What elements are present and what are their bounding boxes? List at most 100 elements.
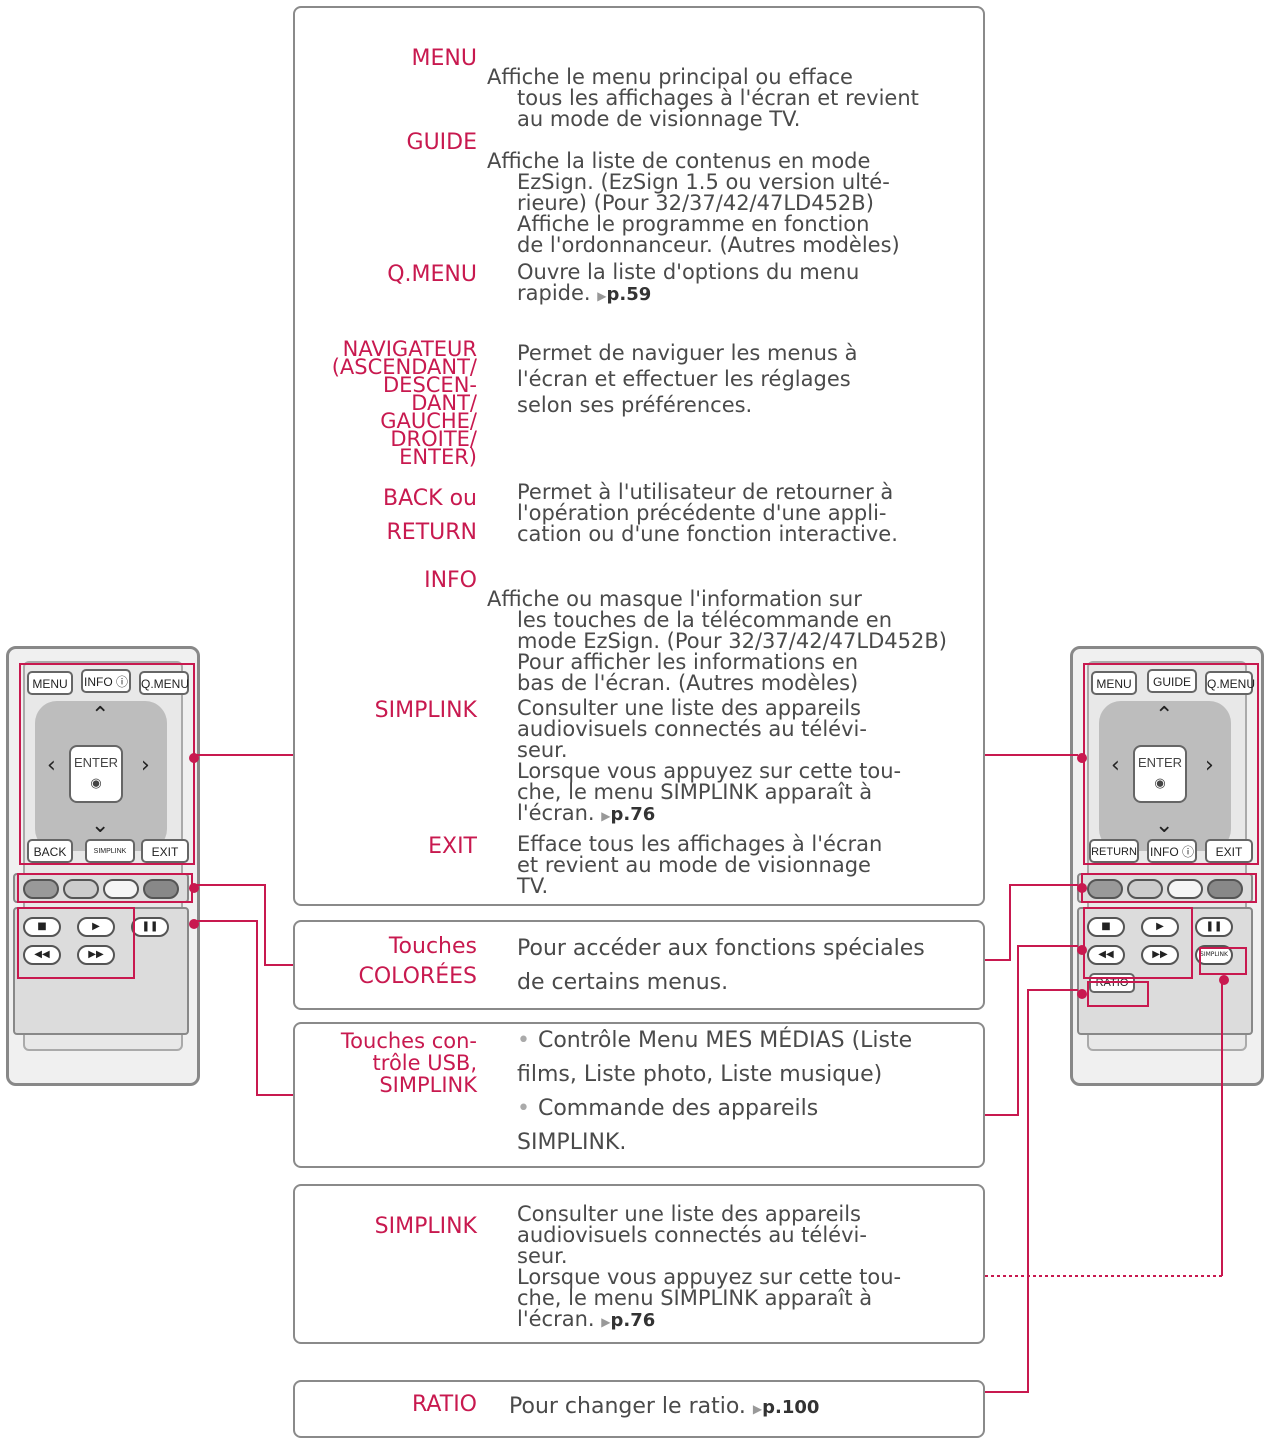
arrow-up-icon[interactable]: ⌃ [1155,703,1174,728]
pointer-dot [1077,945,1087,955]
desc-first-line: Affiche la liste de contenus en mode [487,149,871,173]
key-description: Permet de naviguer les menus à l'écran e… [517,341,858,417]
menu-button[interactable]: MENU [27,671,73,695]
info-button[interactable]: INFO ⓘ [1147,839,1197,863]
desc-rest: les touches de la télécommande en mode E… [517,608,947,695]
key-label: RATIO [412,1392,477,1417]
key-label: Touches con- trôle USB, SIMPLINK [340,1029,477,1097]
arrow-down-icon[interactable]: ⌄ [1155,813,1174,838]
page-ref: p.76 [601,804,655,825]
bullet-dot: • [517,1096,530,1121]
play-button[interactable]: ▶ [77,917,115,937]
stop-button[interactable]: ■ [1087,917,1125,937]
desc-rest: EzSign. (EzSign 1.5 ou version ulté- rie… [517,170,900,257]
bullet-dot: • [517,1028,530,1053]
green-button[interactable] [63,879,99,899]
main-key-panel: MENU Affiche le menu principal ou efface… [293,6,985,906]
key-label: Q.MENU [387,262,477,287]
enter-button[interactable]: ENTER◉ [69,745,123,803]
qmenu-button[interactable]: Q.MENU [139,671,189,695]
forward-button[interactable]: ▶▶ [1141,945,1179,965]
yellow-button[interactable] [103,879,139,899]
key-label: GUIDE [406,130,477,155]
pointer-dot [1077,989,1087,999]
blue-button[interactable] [143,879,179,899]
color-keys-panel: Touches COLORÉES Pour accéder aux foncti… [293,920,985,1010]
key-description: Affiche la liste de contenus en mode EzS… [487,130,965,277]
connector-ratio-right [985,989,1078,1393]
bullet-list: •Contrôle Menu MES MÉDIAS (Liste films, … [517,1024,973,1160]
key-label: SIMPLINK [374,1214,477,1239]
key-label: Touches COLORÉES [358,934,477,989]
green-button[interactable] [1127,879,1163,899]
red-button[interactable] [23,879,59,899]
connector-media-right [985,945,1078,1116]
qmenu-button[interactable]: Q.MENU [1205,671,1255,695]
enter-button[interactable]: ENTER ◉ [1133,745,1187,803]
rewind-button[interactable]: ◀◀ [23,945,61,965]
key-label: NAVIGATEUR (ASCENDANT/ DESCEN- DANT/ GAU… [331,337,477,469]
ratio-panel: RATIO Pour changer le ratio. p.100 [293,1380,985,1438]
color-buttons [1077,873,1253,903]
navigation-pad: ⌃ ‹ › ⌄ ENTER◉ [35,701,167,851]
desc-first-line: Affiche ou masque l'information sur [487,587,862,611]
arrow-right-icon[interactable]: › [141,753,150,778]
enter-label: ENTER [1137,755,1183,770]
info-button[interactable]: INFO ⓘ [81,669,131,693]
arrow-down-icon[interactable]: ⌄ [91,813,110,838]
key-description: Consulter une liste des appareils audiov… [517,1204,965,1333]
arrow-left-icon[interactable]: ‹ [1111,753,1120,778]
return-button[interactable]: RETURN [1089,839,1139,863]
exit-button[interactable]: EXIT [1205,839,1253,863]
play-button[interactable]: ▶ [1141,917,1179,937]
desc-rest: tous les affichages à l'écran et revient… [517,86,919,131]
desc-text: Consulter une liste des appareils audiov… [517,696,902,825]
bullet-text: Commande des appareils SIMPLINK. [517,1096,819,1155]
key-description: Permet à l'utilisateur de retourner à l'… [517,480,898,546]
connector-color-right [985,884,1078,961]
highlight-simplink [1199,947,1247,975]
forward-button[interactable]: ▶▶ [77,945,115,965]
highlight-nav [19,663,195,865]
stop-button[interactable]: ■ [23,917,61,937]
desc-text: Ouvre la liste d'options du menu rapide. [517,260,860,305]
pause-button[interactable]: ❚❚ [131,917,169,937]
arrow-left-icon[interactable]: ‹ [47,753,56,778]
key-label: EXIT [428,834,477,859]
bullet-item: •Contrôle Menu MES MÉDIAS (Liste films, … [517,1024,973,1092]
key-label: SIMPLINK [374,698,477,723]
simplink-panel: SIMPLINK Consulter une liste des apparei… [293,1184,985,1344]
simplink-button[interactable]: SIMPLINK [85,839,135,863]
key-label: INFO [424,568,477,593]
rewind-button[interactable]: ◀◀ [1087,945,1125,965]
highlight-nav [1083,663,1259,865]
enter-dot-icon: ◉ [1154,775,1166,790]
usb-control-panel: Touches con- trôle USB, SIMPLINK •Contrô… [293,1022,985,1168]
arrow-up-icon[interactable]: ⌃ [91,703,110,728]
arrow-right-icon[interactable]: › [1205,753,1214,778]
desc-text: Pour changer le ratio. [509,1394,746,1419]
connector-media-left [196,920,293,1096]
exit-button[interactable]: EXIT [141,839,189,863]
key-description: Ouvre la liste d'options du menu rapide.… [517,262,965,307]
red-button[interactable] [1087,879,1123,899]
navigation-pad: ⌃ ‹ › ⌄ ENTER ◉ [1099,701,1231,851]
key-description: Affiche le menu principal ou efface tous… [487,46,965,151]
page-ref: p.59 [597,284,651,305]
blue-button[interactable] [1207,879,1243,899]
key-label: MENU [411,46,477,71]
pause-button[interactable]: ❚❚ [1195,917,1233,937]
back-button[interactable]: BACK [27,839,73,863]
key-label: BACK ou RETURN [383,486,477,545]
enter-dot-icon: ◉ [90,775,102,790]
menu-button[interactable]: MENU [1091,671,1137,695]
simplink-button[interactable]: SIMPLINK [1195,945,1233,965]
pointer-dot [189,883,199,893]
connector-color-left [196,884,293,966]
pointer-dot [1219,975,1229,985]
yellow-button[interactable] [1167,879,1203,899]
key-description: Pour changer le ratio. p.100 [509,1396,965,1420]
key-description: Consulter une liste des appareils audiov… [517,698,965,827]
guide-button[interactable]: GUIDE [1147,669,1197,693]
